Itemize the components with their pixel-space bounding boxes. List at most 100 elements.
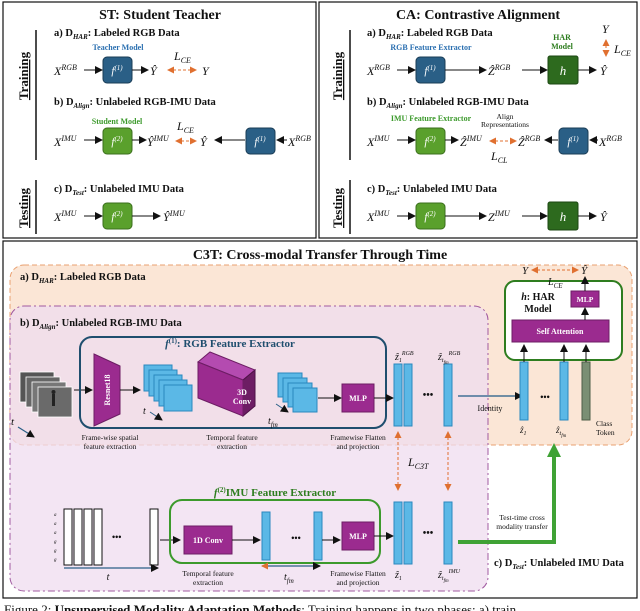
rgb-mlp-label: MLP (349, 394, 367, 403)
st-b-loss: LCE (176, 119, 194, 135)
imu-t: t (107, 572, 110, 583)
st-a-f1: f(1) (111, 64, 123, 77)
svg-text:a: a (54, 531, 57, 536)
test-time-label-2: modality transfer (496, 522, 548, 531)
ca-c-z-imu: ZIMU (488, 209, 511, 224)
temporal-feature-maps (277, 372, 318, 413)
cap-flatten-2: and projection (336, 442, 379, 451)
z2-rgb-token (403, 363, 413, 427)
har-title-1: h: HAR (521, 292, 555, 303)
svg-text:g: g (54, 549, 57, 554)
st-c-x-imu: XIMU (53, 209, 78, 224)
ca-a-f1: f(1) (424, 64, 436, 77)
st-c-f2: f(2) (111, 210, 123, 223)
st-b-yhat: Ŷ (200, 135, 208, 149)
ca-b-z-imu: ẐIMU (460, 134, 483, 149)
ztfm-rgb-token (443, 363, 453, 427)
ca-title: CA: Contrastive Alignment (396, 8, 560, 23)
ca-b-imu-block (415, 127, 446, 155)
c3t-title: C3T: Cross-modal Transfer Through Time (193, 248, 447, 263)
har-token-tfm (559, 361, 569, 421)
st-b-x-rgb: XRGB (287, 134, 311, 149)
cap-imu-flatten-1: Framewise Flatten (330, 569, 386, 578)
ca-c-h: h (560, 209, 567, 224)
har-z1-label: ẑ1 (519, 425, 527, 437)
c3t-panel: C3T: Cross-modal Transfer Through Time a… (2, 240, 638, 599)
svg-text:g: g (54, 540, 57, 545)
c3t-yhat: Ŷ (581, 265, 589, 277)
har-mlp-label: MLP (577, 295, 594, 304)
ztfm-rgb-label: ẑtfmRGB (437, 351, 461, 366)
resnet18-label: Resnet18 (103, 374, 112, 405)
conv3d-label-2: Conv (233, 397, 251, 406)
st-b-x-imu: XIMU (53, 134, 78, 149)
video-frames (19, 371, 73, 418)
ca-training-label: Training (330, 51, 345, 100)
svg-text:a: a (54, 522, 57, 527)
imu-temporal-feat-tfm (313, 511, 323, 561)
z1-rgb-token (393, 363, 403, 427)
ztfm-imu-label: ẑtfmIMU (437, 569, 461, 584)
z1-imu-token (393, 501, 403, 565)
st-training-label: Training (16, 51, 31, 100)
z1-rgb-label: ẑ1RGB (394, 351, 414, 364)
ca-b-heading: b) DAlign: Unlabeled RGB-IMU Data (367, 97, 530, 110)
rgb-mlp-block (341, 383, 375, 413)
st-a-y: Y (202, 64, 210, 78)
c3t-b-heading: b) DAlign: Unlabeled RGB-IMU Data (20, 318, 183, 331)
ca-a-z-rgb: ẐRGB (488, 63, 510, 78)
c3t-loss: LC3T (407, 455, 429, 471)
ca-testing-label: Testing (330, 188, 345, 228)
cap-flatten-1: Framewise Flatten (330, 433, 386, 442)
c3t-loss-ce: LCE (547, 277, 563, 290)
ca-c-heading: c) DTest: Unlabeled IMU Data (367, 184, 498, 197)
imu-fe-title: f(2)IMU Feature Extractor (214, 486, 336, 499)
ca-panel: CA: Contrastive Alignment Training Testi… (318, 1, 638, 239)
rgb-feature-extractor-label: RGB Feature Extractor (390, 43, 472, 52)
st-a-loss: LCE (173, 49, 191, 65)
c3t-stack-tfm: tfm (268, 416, 278, 429)
cap-imu-flatten-2: and projection (336, 578, 379, 587)
st-c-heading: c) DTest: Unlabeled IMU Data (54, 184, 185, 197)
imu-feature-extractor-label: IMU Feature Extractor (391, 114, 472, 123)
st-b-teacher-block (245, 127, 276, 155)
imu-token-dots: ••• (423, 528, 434, 539)
st-a-x-rgb: XRGB (53, 63, 77, 78)
st-a-heading: a) DHAR: Labeled RGB Data (54, 28, 180, 41)
c3t-c-heading: c) DTest: Unlabeled IMU Data (494, 558, 625, 571)
ca-b-x-imu: XIMU (366, 134, 391, 149)
align-label-2: Representations (481, 120, 529, 129)
self-attention-label: Self Attention (537, 327, 584, 336)
st-c-yhat-imu: ŶIMU (163, 209, 186, 224)
imu-mlp-label: MLP (349, 532, 367, 541)
ca-b-f2: f(2) (424, 135, 436, 148)
c3t-a-heading: a) DHAR: Labeled RGB Data (20, 272, 146, 285)
st-b-heading: b) DAlign: Unlabeled RGB-IMU Data (54, 97, 217, 110)
imu-mlp-block (341, 521, 375, 551)
test-time-label-1: Test-time cross (499, 513, 545, 522)
spatial-feature-maps (143, 364, 193, 412)
har-model-label-2: Model (551, 42, 574, 51)
rgb-fe-title: f(1): RGB Feature Extractor (165, 337, 295, 350)
class-token (581, 361, 591, 421)
st-b-f1: f(1) (254, 135, 266, 148)
ca-a-yhat: Ŷ (600, 64, 608, 78)
align-data-region (9, 305, 489, 592)
identity-label: Identity (478, 404, 503, 413)
svg-text:g: g (54, 558, 57, 563)
st-a-yhat: Ŷ (150, 64, 158, 78)
ztfm-imu-token (443, 501, 453, 565)
ca-b-rgb-block (558, 127, 589, 155)
z2-imu-token (403, 501, 413, 565)
conv3d-block (197, 361, 244, 417)
conv1d-block (183, 525, 233, 555)
ca-a-heading: a) DHAR: Labeled RGB Data (367, 28, 493, 41)
test-time-arrow (458, 443, 561, 544)
rgb-token-dots: ••• (423, 390, 434, 401)
c3t-stack-t: t (143, 406, 146, 417)
rgb-feature-extractor-box (79, 336, 387, 429)
align-label-1: Align (496, 112, 513, 121)
c3t-y: Y (522, 265, 530, 277)
cap-temporal-1: Temporal feature (206, 433, 258, 442)
